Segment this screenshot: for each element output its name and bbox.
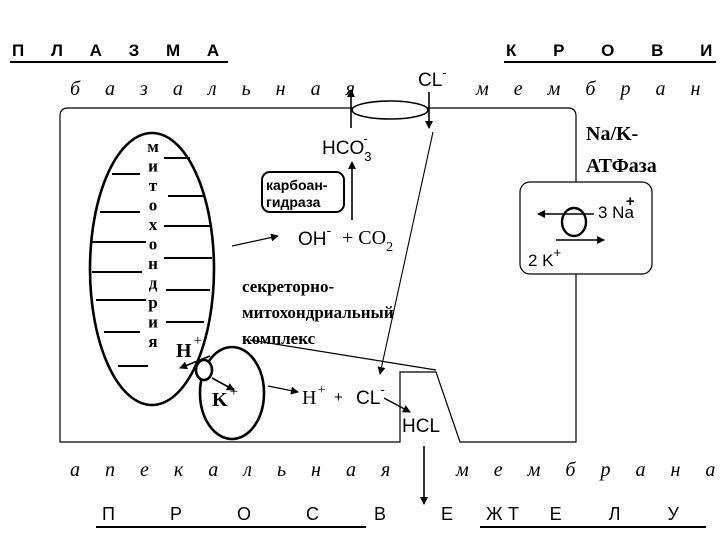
h-left-label: H+	[176, 333, 202, 362]
mito-letter: н	[148, 254, 158, 273]
nak-atpase-label-2: АТФаза	[586, 155, 657, 177]
k-pump-arrow	[211, 377, 235, 391]
mito-letter: о	[149, 235, 158, 254]
chloride-path	[377, 131, 434, 375]
cell-outline	[59, 107, 577, 443]
mitochondrion	[88, 131, 216, 407]
mito-letter: и	[148, 313, 158, 332]
hcl-label: HCL	[402, 416, 440, 437]
mito-letter: м	[147, 137, 159, 156]
nak-atpase-label-1: Na/K-	[586, 123, 638, 145]
apical-label-left: а п е к а л ь н а я	[70, 459, 400, 481]
mito-letter: р	[148, 293, 157, 312]
carbonic-anhydrase-box	[261, 171, 345, 213]
hco3-label: HCO3-	[322, 131, 371, 164]
plasma-heading: П Л А З М А	[12, 41, 230, 60]
secretory-complex-label-1: секреторно-	[242, 277, 334, 296]
nak-pump	[560, 206, 588, 238]
mito-letter: д	[149, 274, 158, 293]
cl-top-label: CL-	[418, 65, 447, 91]
na-label: 3 Na+	[598, 193, 635, 222]
basal-label-right: м е м б р а н а	[475, 78, 720, 100]
mito-letter: х	[149, 215, 158, 234]
mito-letter: я	[148, 332, 157, 351]
basal-antiporter	[351, 100, 429, 120]
plus-sign: +	[334, 389, 343, 406]
secretory-complex-label-2: митохондриальный	[242, 303, 394, 322]
h-secretion-arrow	[267, 385, 299, 395]
secretory-complex-label-3: комплекс	[242, 329, 316, 348]
apical-channel-line	[249, 339, 437, 371]
mito-letter: и	[148, 157, 158, 176]
mitochondrial-cristae	[92, 157, 212, 367]
k-2-label: 2 K+	[528, 245, 561, 270]
secretory-vesicle	[198, 345, 266, 441]
oh-label: OH-	[298, 222, 332, 250]
lumen-heading: П Р О С В Е Т	[102, 504, 544, 524]
co2-label: + CO2	[342, 227, 393, 255]
h-k-pump	[194, 358, 214, 382]
mito-letter: т	[149, 176, 158, 195]
h-right-label: H+	[302, 383, 325, 409]
cl-bottom-label: CL-	[356, 381, 385, 409]
basal-label-left: б а з а л ь н а я	[70, 78, 365, 100]
blood-heading: К Р О В И	[506, 41, 720, 60]
mito-to-oh-arrow	[231, 233, 279, 247]
carbonic-anhydrase-label-2: гидраза	[266, 194, 321, 210]
h-pump-arrow	[179, 355, 211, 370]
mito-letter: о	[149, 196, 158, 215]
stomach-heading: Ж Е Л У Д К А	[486, 504, 720, 524]
to-hcl-arrow	[383, 397, 411, 413]
carbonic-anhydrase-label-1: карбоан-	[266, 177, 328, 193]
apical-label-right: м е м б р а н а	[455, 459, 720, 481]
k-center-label: K+	[212, 384, 238, 411]
